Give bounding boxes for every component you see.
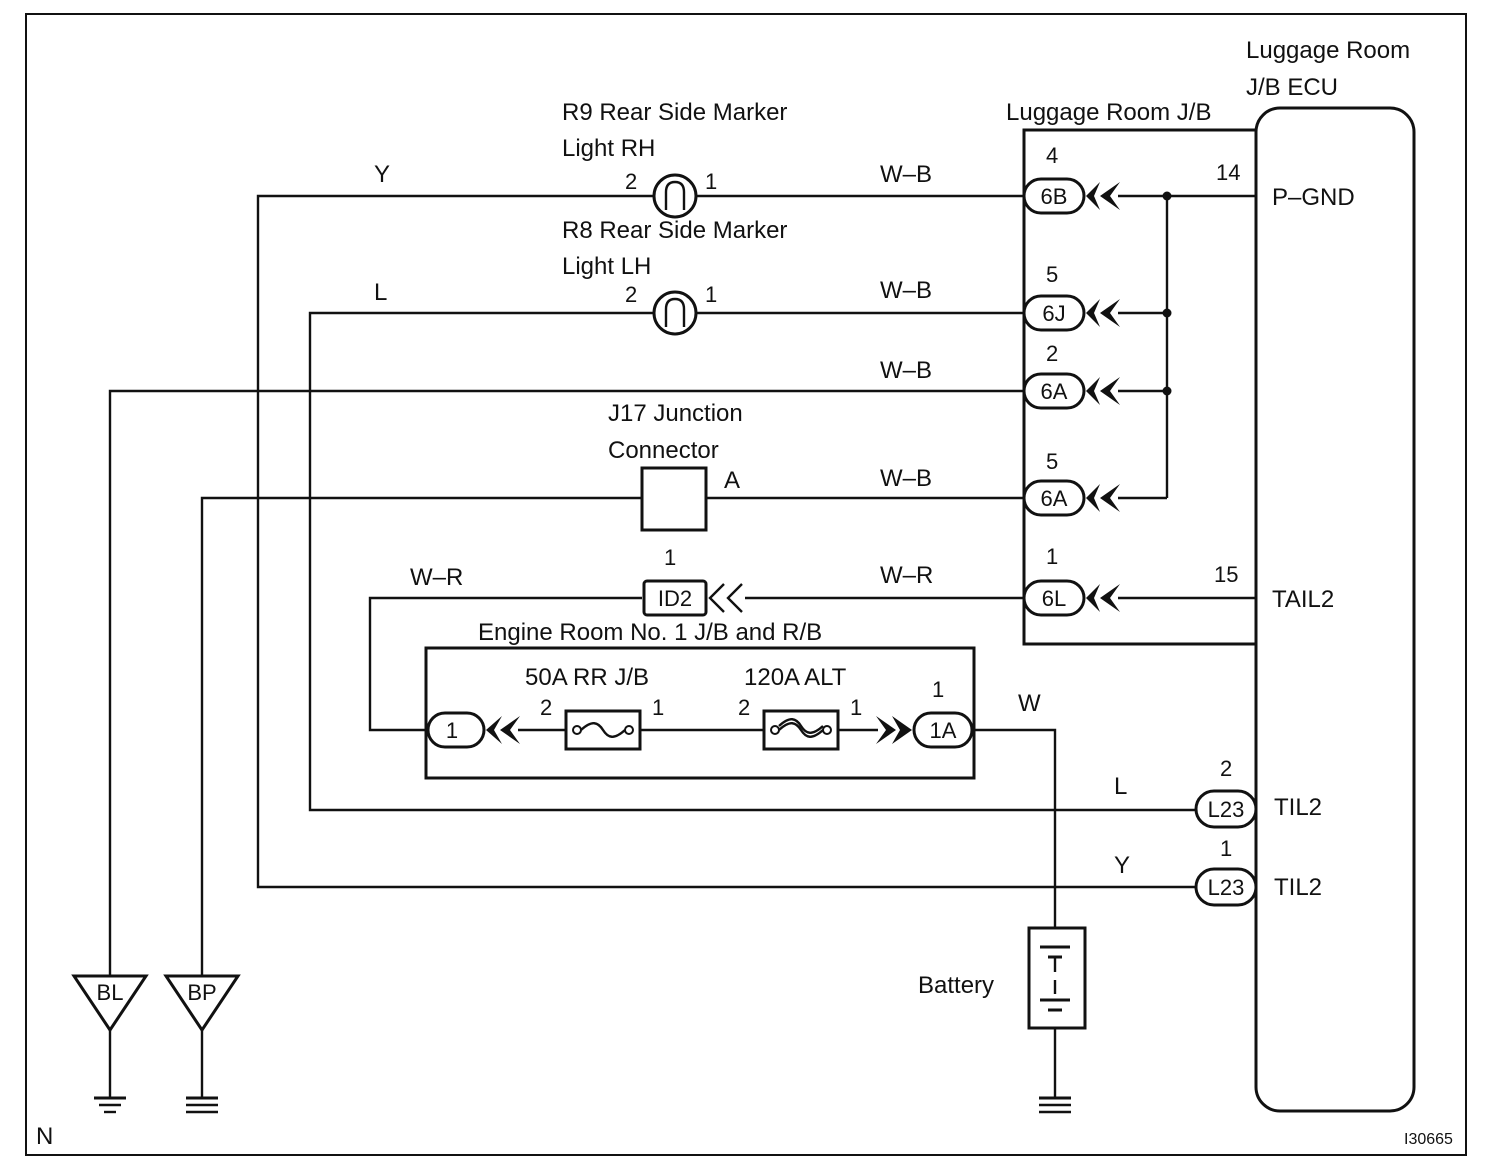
wire-labels: Y L W–B W–B W–B W–B W–R W–R W L Y bbox=[374, 161, 1130, 879]
jb-title: Luggage Room J/B bbox=[1006, 99, 1211, 126]
ecu-pin-til2-lower: 1 bbox=[1220, 836, 1232, 861]
fuse-alt-pin-right: 1 bbox=[850, 695, 862, 720]
connector-6a-upper: 6A 2 bbox=[1022, 341, 1120, 410]
connector-6a-lower-pin: 5 bbox=[1046, 449, 1058, 474]
ground-icon-battery bbox=[1039, 1096, 1071, 1114]
connector-6a-upper-label: 6A bbox=[1041, 379, 1068, 404]
connector-id2-label: ID2 bbox=[658, 586, 692, 611]
fuse-rr-pin-right: 1 bbox=[652, 695, 664, 720]
connector-6l: 6L 1 bbox=[1022, 544, 1120, 617]
corner-letter: N bbox=[36, 1123, 53, 1150]
r9-label-line2: Light RH bbox=[562, 135, 655, 162]
luggage-room-jb: Luggage Room J/B bbox=[1006, 99, 1256, 646]
connector-6a-upper-pin: 2 bbox=[1046, 341, 1058, 366]
connector-6j-label: 6J bbox=[1042, 301, 1065, 326]
wire-label-w: W bbox=[1018, 690, 1041, 717]
fuse-120a-alt: 120A ALT 2 1 bbox=[738, 664, 862, 751]
ecu-pin-til2-upper: 2 bbox=[1220, 756, 1232, 781]
r9-bulb-icon bbox=[652, 173, 698, 219]
connector-1-label: 1 bbox=[446, 718, 458, 743]
r9-rear-side-marker-light-rh: R9 Rear Side Marker Light RH 2 1 bbox=[562, 99, 787, 219]
connector-1a: 1A 1 bbox=[876, 677, 974, 749]
engine-room-no1-jb-rb: Engine Room No. 1 J/B and R/B 1 50A RR J… bbox=[424, 619, 976, 780]
wire-label-wr-left: W–R bbox=[410, 564, 463, 591]
fuse-rr-pin-left: 2 bbox=[540, 695, 552, 720]
connector-l23-upper-label: L23 bbox=[1208, 797, 1245, 822]
wire-label-wb-2: W–B bbox=[880, 277, 932, 304]
connector-l23-lower: L23 bbox=[1194, 867, 1258, 907]
ecu-terminal-til2-lower: TIL2 bbox=[1274, 874, 1322, 901]
ground-icon-bp bbox=[186, 1096, 218, 1114]
fuse-alt-pin-left: 2 bbox=[738, 695, 750, 720]
fuse-rr-label: 50A RR J/B bbox=[525, 664, 649, 691]
battery-icon bbox=[1027, 926, 1087, 1030]
ecu-terminal-p-gnd: P–GND bbox=[1272, 184, 1355, 211]
wire-label-wb-1: W–B bbox=[880, 161, 932, 188]
wire-label-l-top: L bbox=[374, 279, 387, 306]
connector-6j-pin: 5 bbox=[1046, 262, 1058, 287]
connector-6b: 6B 4 bbox=[1022, 143, 1120, 215]
connector-6a-lower-label: 6A bbox=[1041, 486, 1068, 511]
wire-label-y-bottom: Y bbox=[1114, 852, 1130, 879]
j17-junction-connector: J17 Junction Connector A bbox=[608, 400, 743, 532]
connector-6l-pin: 1 bbox=[1046, 544, 1058, 569]
connector-6j: 6J 5 bbox=[1022, 262, 1120, 332]
connector-6b-label: 6B bbox=[1041, 184, 1068, 209]
r8-rear-side-marker-light-lh: R8 Rear Side Marker Light LH 2 1 bbox=[562, 217, 787, 336]
r9-pin-right: 1 bbox=[705, 169, 717, 194]
figure-code: I30665 bbox=[1404, 1131, 1453, 1148]
j17-label-line1: J17 Junction bbox=[608, 400, 743, 427]
wire-label-l-bottom: L bbox=[1114, 773, 1127, 800]
r9-pin-left: 2 bbox=[625, 169, 637, 194]
wire-label-wb-3: W–B bbox=[880, 357, 932, 384]
connector-6b-pin: 4 bbox=[1046, 143, 1058, 168]
ground-icon-bl bbox=[94, 1096, 126, 1114]
connector-6a-lower: 6A 5 bbox=[1022, 449, 1120, 517]
diagram-frame bbox=[25, 13, 1467, 1156]
j17-terminal-label: A bbox=[724, 467, 740, 494]
engine-room-jb-title: Engine Room No. 1 J/B and R/B bbox=[478, 619, 822, 646]
wires bbox=[108, 194, 1196, 1098]
r8-bulb-icon bbox=[652, 290, 698, 336]
connector-id2: ID2 1 bbox=[642, 545, 743, 617]
ecu-terminal-til2-upper: TIL2 bbox=[1274, 794, 1322, 821]
ground-point-bp: BP bbox=[163, 974, 241, 1033]
connector-1a-pin: 1 bbox=[932, 677, 944, 702]
r8-pin-right: 1 bbox=[705, 282, 717, 307]
r8-pin-left: 2 bbox=[625, 282, 637, 307]
r8-label-line2: Light LH bbox=[562, 253, 651, 280]
ground-bl-label: BL bbox=[97, 980, 124, 1005]
fuse-50a-rr-jb: 50A RR J/B 2 1 bbox=[525, 664, 664, 751]
ground-point-bl: BL bbox=[71, 974, 149, 1033]
wire-label-wb-4: W–B bbox=[880, 465, 932, 492]
j17-label-line2: Connector bbox=[608, 437, 719, 464]
r9-label-line1: R9 Rear Side Marker bbox=[562, 99, 787, 126]
r8-label-line1: R8 Rear Side Marker bbox=[562, 217, 787, 244]
connector-1: 1 bbox=[426, 711, 520, 749]
luggage-room-jb-ecu: Luggage Room J/B ECU P–GND TAIL2 TIL2 TI… bbox=[1214, 37, 1416, 1113]
connector-l23-lower-label: L23 bbox=[1208, 875, 1245, 900]
connector-id2-pin: 1 bbox=[664, 545, 676, 570]
ecu-pin-p-gnd: 14 bbox=[1216, 160, 1240, 185]
wire-label-wr-right: W–R bbox=[880, 562, 933, 589]
battery-label: Battery bbox=[918, 972, 994, 999]
ecu-pin-tail2: 15 bbox=[1214, 562, 1238, 587]
connector-6l-label: 6L bbox=[1042, 586, 1066, 611]
ecu-title-line2: J/B ECU bbox=[1246, 74, 1338, 101]
battery: Battery bbox=[918, 926, 1087, 1030]
ecu-title-line1: Luggage Room bbox=[1246, 37, 1410, 64]
connector-1a-label: 1A bbox=[930, 718, 957, 743]
connector-l23-upper: L23 bbox=[1194, 789, 1258, 829]
fuse-alt-label: 120A ALT bbox=[744, 664, 847, 691]
ground-bp-label: BP bbox=[187, 980, 216, 1005]
wire-label-y-top: Y bbox=[374, 161, 390, 188]
ecu-terminal-tail2: TAIL2 bbox=[1272, 586, 1334, 613]
